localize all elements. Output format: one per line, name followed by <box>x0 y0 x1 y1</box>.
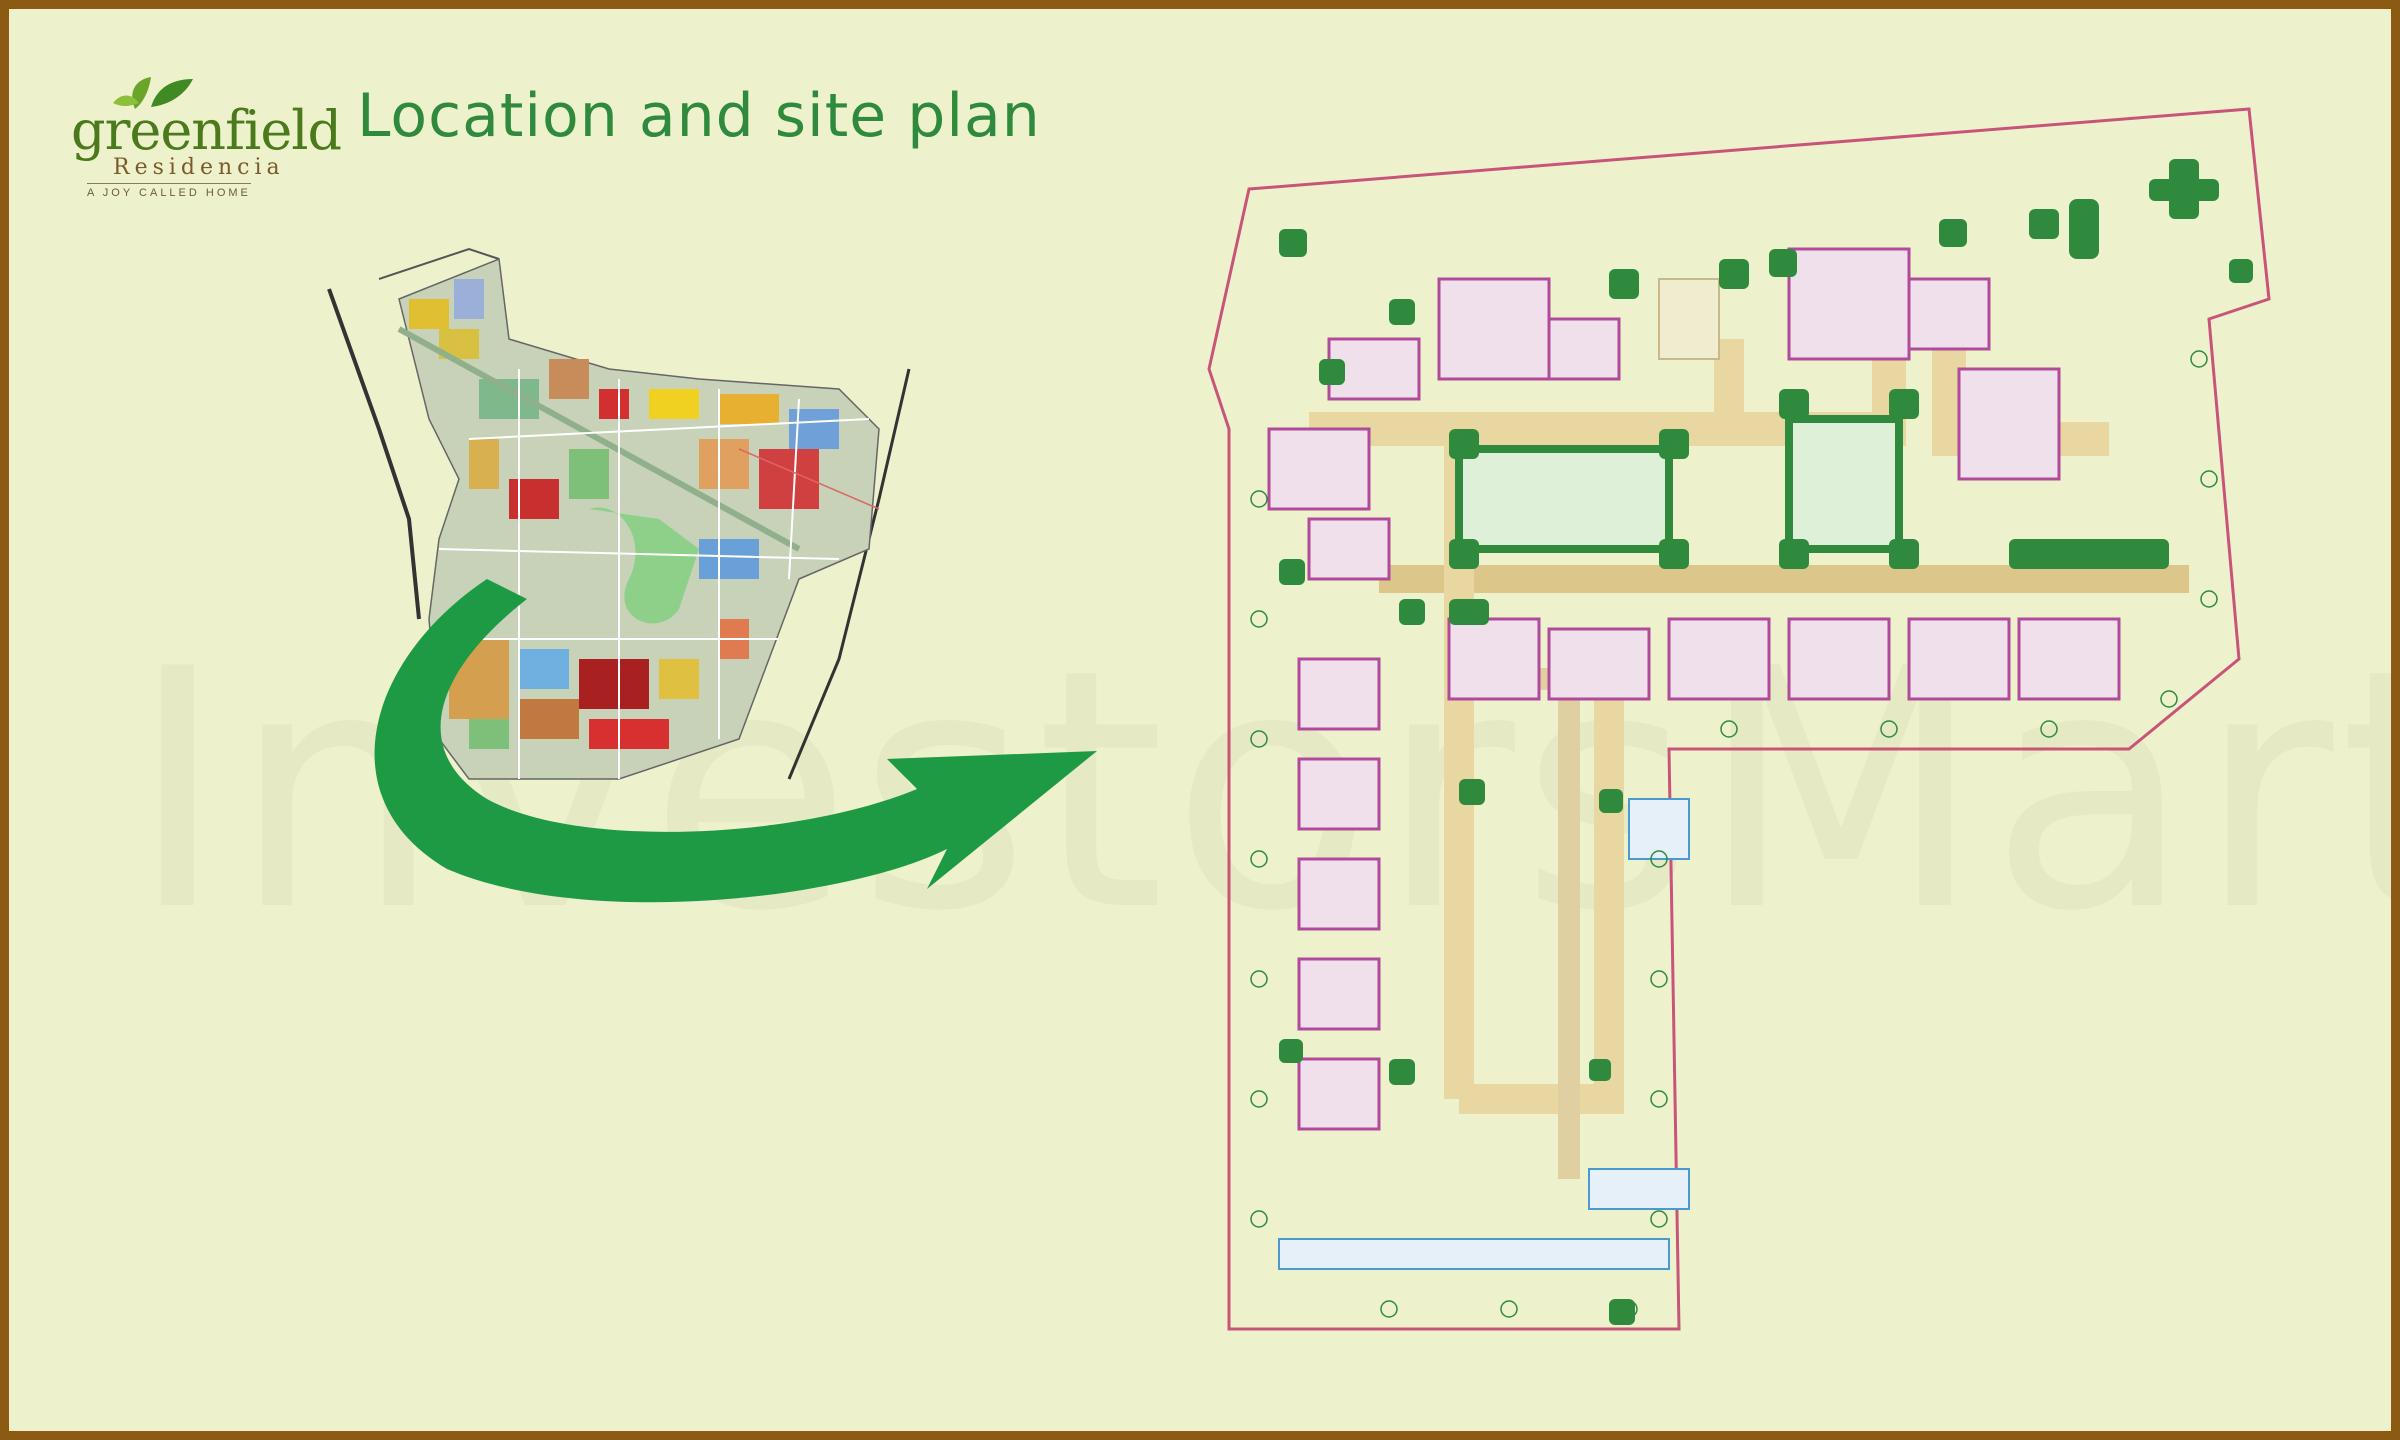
site-plan <box>1207 107 2271 1331</box>
location-map <box>327 247 911 780</box>
logo-tagline: A JOY CALLED HOME <box>87 183 251 199</box>
leaf-icon <box>113 77 193 109</box>
logo-wordmark: greenfield <box>71 99 342 162</box>
brand-logo: greenfield Residencia A JOY CALLED HOME <box>67 73 342 203</box>
logo-subtitle: Residencia <box>113 155 285 180</box>
page-title: Location and site plan <box>357 81 1041 151</box>
pointer-arrow-icon <box>374 579 1098 903</box>
